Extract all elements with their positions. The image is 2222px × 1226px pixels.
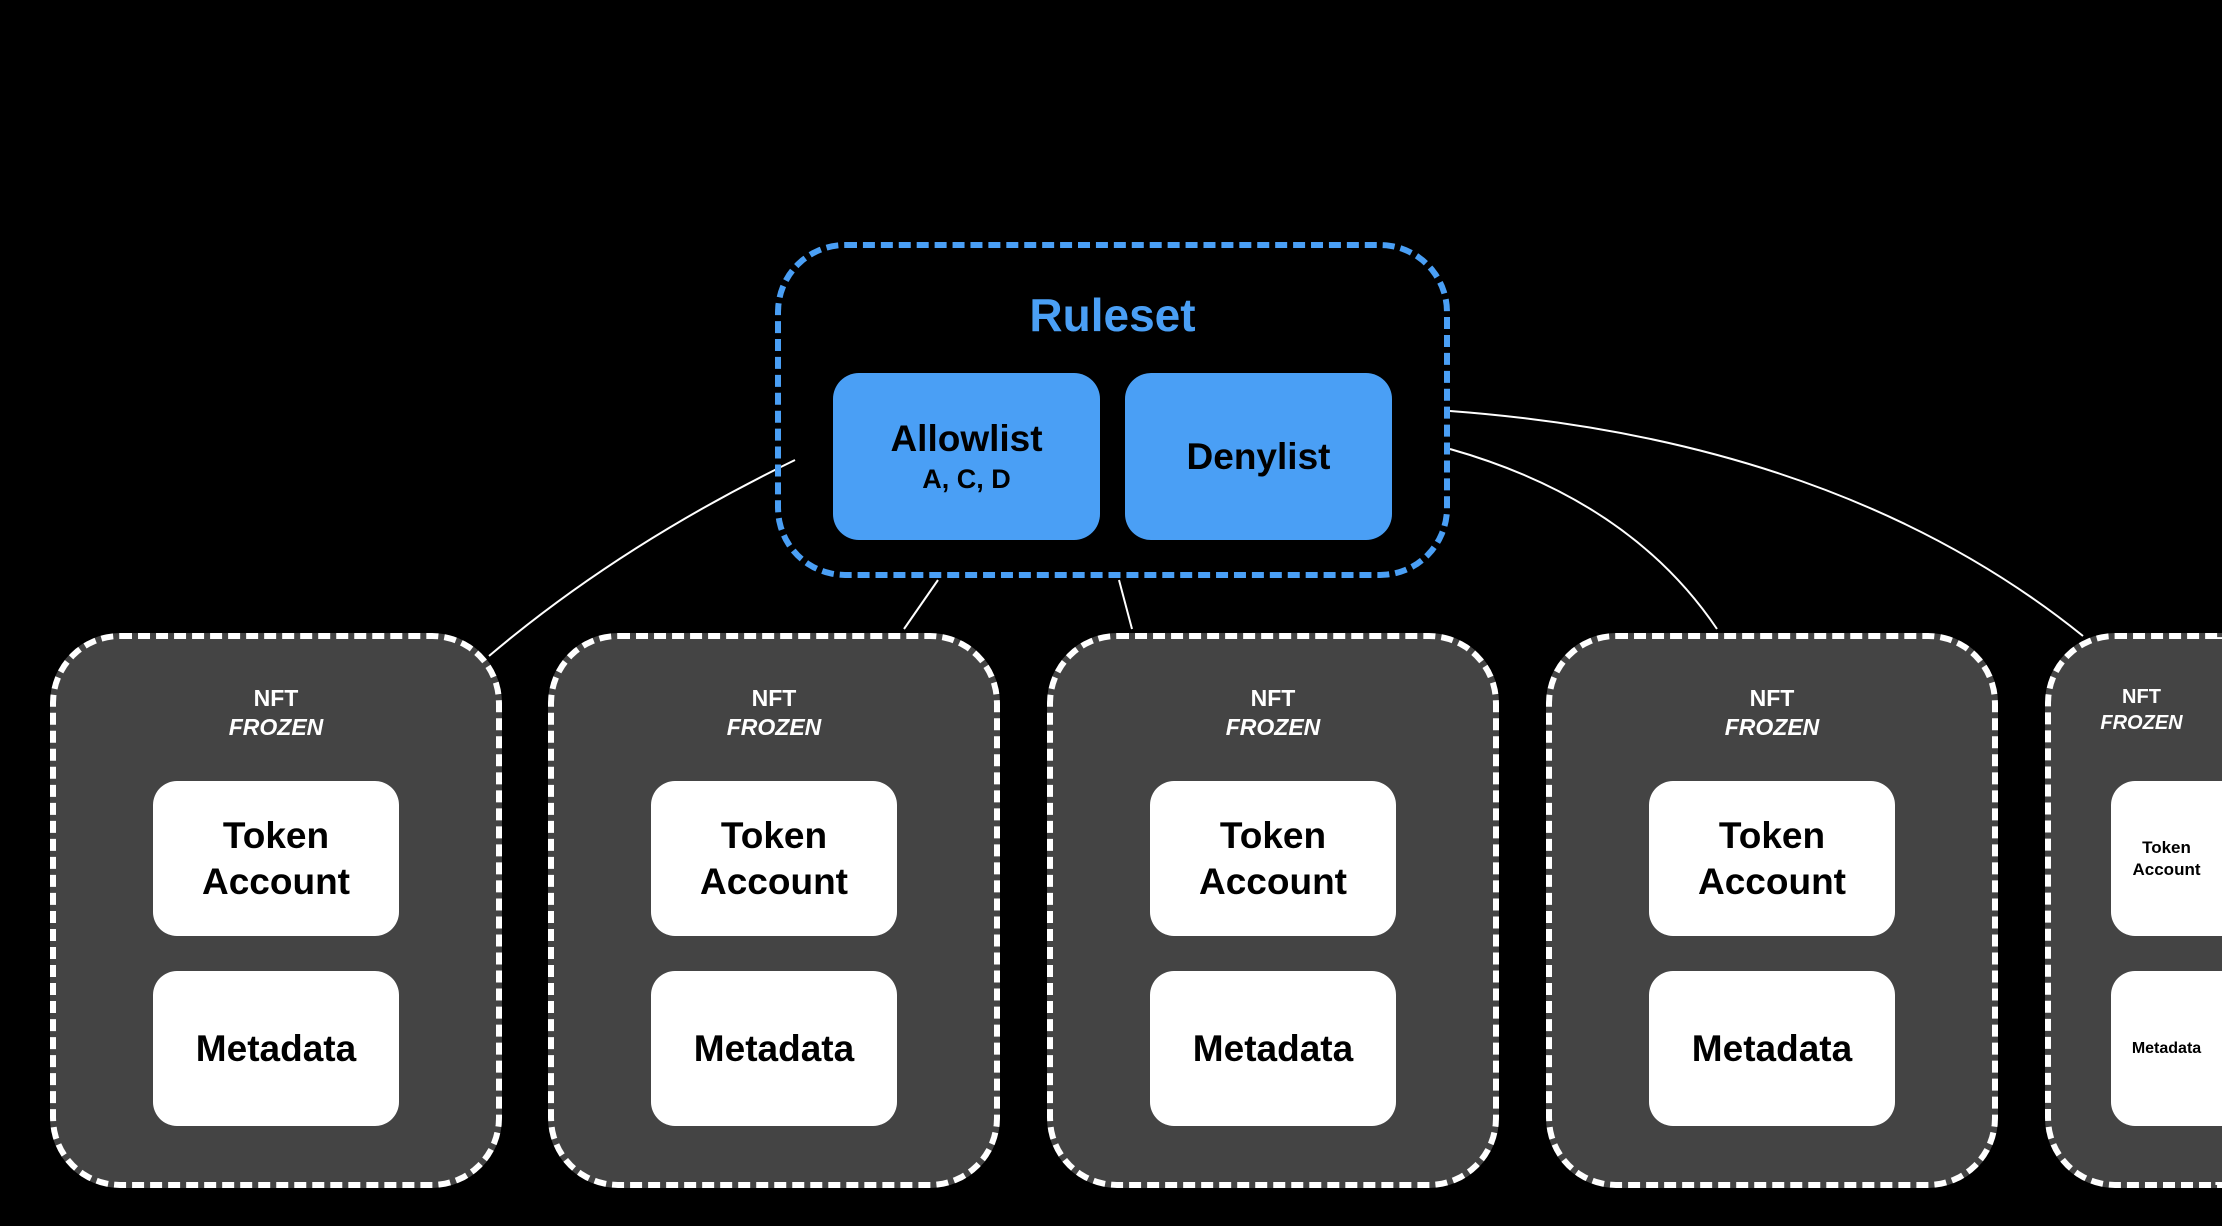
ruleset-title: Ruleset: [1029, 289, 1196, 341]
metadata-box: Metadata: [2111, 971, 2222, 1126]
nft-state: FROZEN: [1724, 714, 1820, 740]
nft-label-block: NFT FROZEN: [1053, 684, 1493, 742]
connector-line: [1449, 410, 2084, 637]
nft-label-block: NFT FROZEN: [1552, 684, 1992, 742]
nft-group: NFT FROZEN Token Account Metadata: [1047, 633, 1499, 1188]
token-account-box: Token Account: [1649, 781, 1895, 936]
nft-label: NFT: [751, 685, 797, 711]
nft-group: NFT FROZEN Token Account Metadata: [548, 633, 1000, 1188]
metadata-box: Metadata: [1649, 971, 1895, 1126]
nft-group: NFT FROZEN Token Account Metadata: [50, 633, 502, 1188]
connector-line: [1118, 579, 1133, 630]
nft-state: FROZEN: [2100, 712, 2183, 734]
ruleset-group: Ruleset Allowlist A, C, D Denylist: [775, 242, 1450, 578]
connector-line: [488, 459, 796, 657]
nft-label: NFT: [2122, 686, 2161, 708]
denylist-box: Denylist: [1125, 373, 1392, 540]
nft-label: NFT: [1250, 685, 1296, 711]
metadata-box: Metadata: [1150, 971, 1396, 1126]
metadata-box: Metadata: [651, 971, 897, 1126]
nft-state: FROZEN: [1225, 714, 1321, 740]
connector-line: [1449, 448, 1718, 630]
denylist-title: Denylist: [1186, 435, 1331, 477]
allowlist-entries: A, C, D: [922, 464, 1011, 494]
nft-label: NFT: [253, 685, 299, 711]
nft-label: NFT: [1749, 685, 1795, 711]
nft-group: NFT FROZEN Token Account Metadata: [1546, 633, 1998, 1188]
token-account-box: Token Account: [651, 781, 897, 936]
token-account-box: Token Account: [2111, 781, 2222, 936]
nft-state: FROZEN: [228, 714, 324, 740]
allowlist-title: Allowlist: [890, 418, 1043, 459]
token-account-box: Token Account: [1150, 781, 1396, 936]
nft-group: NFT FROZEN Token Account Metadata: [2045, 633, 2222, 1188]
allowlist-box: Allowlist A, C, D: [833, 373, 1100, 540]
nft-label-block: NFT FROZEN: [554, 684, 994, 742]
metadata-box: Metadata: [153, 971, 399, 1126]
nft-state: FROZEN: [726, 714, 822, 740]
token-account-box: Token Account: [153, 781, 399, 936]
nft-label-block: NFT FROZEN: [56, 684, 496, 742]
connector-line: [903, 579, 939, 630]
nft-label-block: NFT FROZEN: [2061, 684, 2222, 736]
